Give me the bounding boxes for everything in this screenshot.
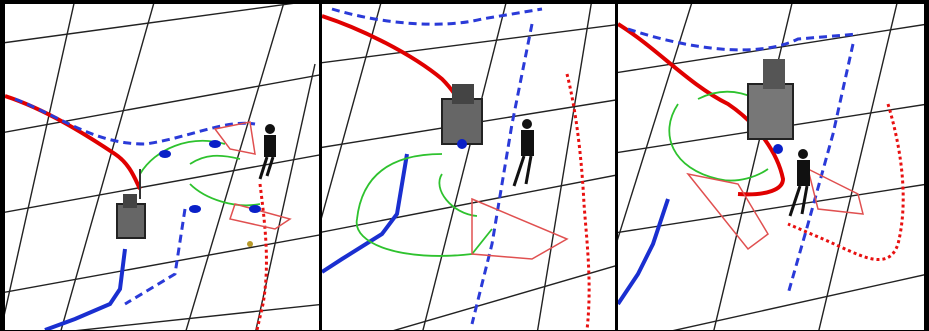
panel-2-scene <box>322 4 615 330</box>
panel-1-scene <box>5 4 319 330</box>
human-predicted-path <box>565 73 591 330</box>
panel-3 <box>618 4 924 330</box>
planned-path <box>618 198 670 306</box>
boundary-dashed-line <box>14 97 256 306</box>
social-zones <box>471 197 569 260</box>
panel-1 <box>5 4 319 330</box>
panel-2 <box>322 4 615 330</box>
field-of-view <box>139 140 261 207</box>
human-predicted-path <box>255 183 268 330</box>
panel-3-scene <box>618 4 924 330</box>
ground-grid <box>322 4 615 330</box>
person-icon <box>258 124 276 180</box>
goal-marker <box>247 241 253 247</box>
ground-grid <box>5 4 319 330</box>
planned-path <box>322 153 409 274</box>
boundary-dashed-line <box>331 7 543 325</box>
person-icon <box>512 119 534 187</box>
detected-obstacles <box>159 140 261 213</box>
boundary-dashed-line <box>627 27 859 295</box>
field-of-view <box>355 153 493 257</box>
robot-traveled-path <box>5 94 142 190</box>
robot-icon <box>116 169 146 239</box>
ground-grid <box>618 4 924 330</box>
person-icon <box>788 149 810 217</box>
robot-icon <box>747 59 794 154</box>
planned-path <box>44 248 127 330</box>
social-zones <box>213 121 292 230</box>
robot-icon <box>441 84 483 149</box>
social-zones <box>686 167 864 251</box>
